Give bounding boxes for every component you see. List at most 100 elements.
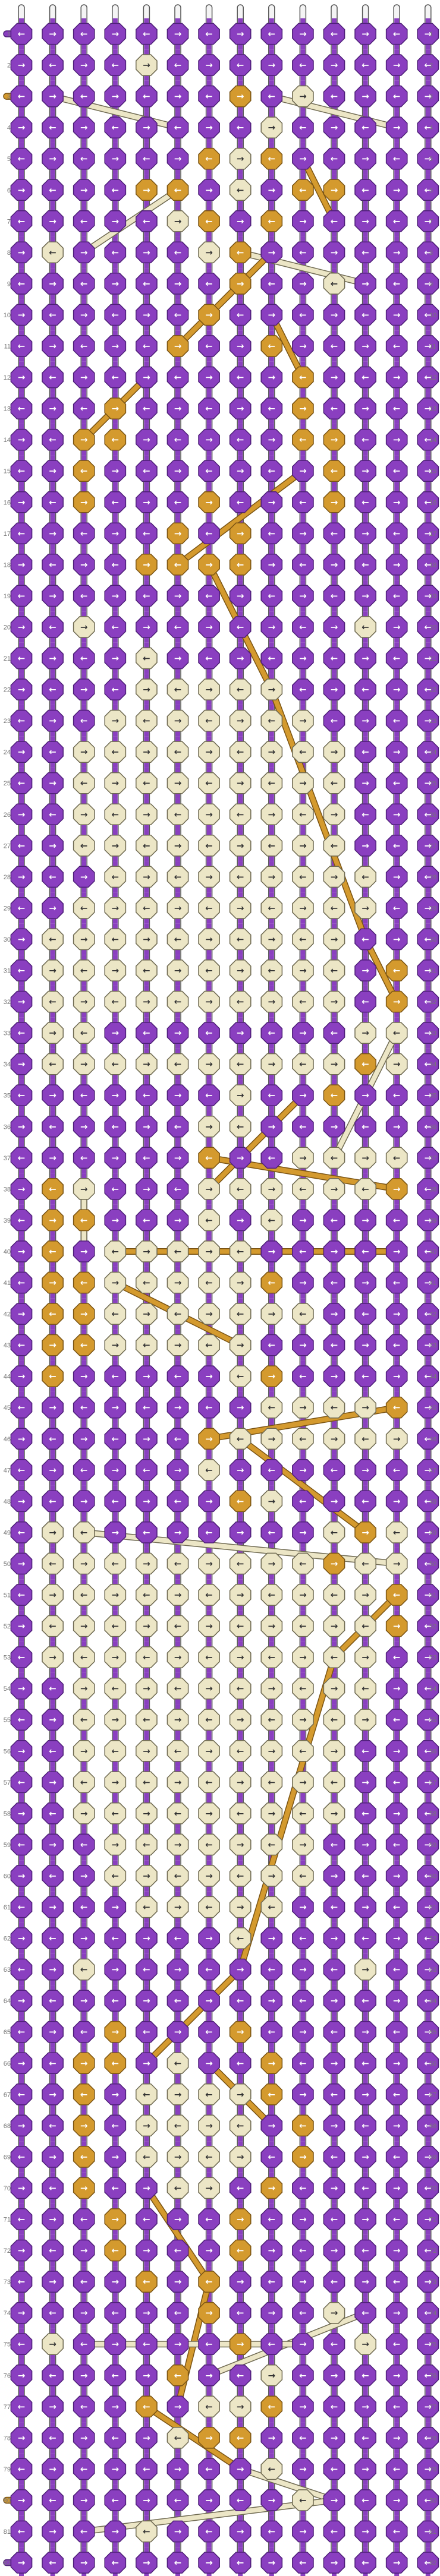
knot-body — [354, 23, 376, 45]
knot: → — [10, 928, 33, 951]
knot: → — [417, 335, 439, 357]
knot: → — [229, 460, 252, 482]
arrow-right-icon: → — [299, 2214, 307, 2225]
row-number-right: 11 — [429, 343, 436, 351]
knot: → — [166, 897, 189, 919]
arrow-left-icon: ← — [362, 1496, 369, 1507]
knot-body — [10, 397, 33, 419]
knot-body — [198, 866, 220, 888]
arrow-right-icon: → — [362, 1277, 369, 1288]
knot: ← — [260, 1771, 283, 1794]
knot: → — [260, 1740, 283, 1762]
arrow-left-icon: ← — [393, 2026, 401, 2037]
knot: ← — [136, 2208, 158, 2230]
knot: ← — [104, 2489, 127, 2511]
knot: → — [104, 1709, 127, 1731]
knot: → — [198, 1740, 220, 1762]
row-number-right: 65 — [429, 2029, 436, 2036]
knot: → — [260, 2364, 283, 2386]
arrow-right-icon: → — [174, 715, 182, 726]
arrow-right-icon: → — [205, 1558, 213, 1569]
knot-body — [417, 1178, 439, 1200]
knot-body — [260, 491, 283, 513]
knot: → — [229, 1209, 252, 1232]
arrow-left-icon: ← — [49, 559, 56, 570]
knot-body — [136, 928, 158, 951]
knot: ← — [104, 428, 127, 451]
arrow-right-icon: → — [362, 341, 369, 352]
arrow-left-icon: ← — [80, 1340, 88, 1350]
arrow-left-icon: ← — [18, 2339, 26, 2350]
knot-body — [73, 273, 95, 295]
arrow-left-icon: ← — [205, 1964, 213, 1975]
knot: ← — [42, 616, 64, 638]
knot-body — [354, 928, 376, 951]
knot: → — [292, 1709, 314, 1731]
arrow-right-icon: → — [205, 1933, 213, 1944]
knot-body — [385, 522, 408, 545]
knot: ← — [260, 2271, 283, 2293]
arrow-left-icon: ← — [331, 1964, 338, 1975]
arrow-left-icon: ← — [425, 809, 432, 820]
arrow-right-icon: → — [299, 1402, 307, 1413]
knot: ← — [229, 54, 252, 76]
arrow-left-icon: ← — [112, 1121, 120, 1132]
knot: → — [198, 2239, 220, 2262]
knot-body — [417, 147, 439, 170]
arrow-right-icon: → — [80, 1121, 88, 1132]
knot-body — [73, 1365, 95, 1387]
knot: → — [166, 23, 189, 45]
arrow-left-icon: ← — [299, 247, 307, 258]
knot-body — [166, 54, 189, 76]
knot: ← — [10, 1084, 33, 1107]
knot: → — [292, 2458, 314, 2480]
knot-body — [73, 54, 95, 76]
arrow-right-icon: → — [49, 1964, 56, 1975]
knot-body — [198, 1115, 220, 1138]
arrow-right-icon: → — [331, 2432, 338, 2443]
arrow-right-icon: → — [112, 653, 120, 664]
knot: ← — [73, 1334, 95, 1356]
knot-body — [229, 1053, 252, 1075]
knot: ← — [10, 1147, 33, 1169]
arrow-left-icon: ← — [299, 1933, 307, 1944]
knot: → — [136, 678, 158, 700]
arrow-right-icon: → — [49, 1340, 56, 1350]
knot-body — [10, 335, 33, 357]
arrow-left-icon: ← — [112, 60, 120, 71]
knot: ← — [10, 1833, 33, 1856]
arrow-left-icon: ← — [18, 1652, 26, 1663]
knot-body — [166, 834, 189, 857]
knot-body — [104, 1053, 127, 1075]
knot: → — [136, 1303, 158, 1325]
arrow-left-icon: ← — [49, 1434, 56, 1444]
knot: → — [323, 554, 345, 576]
arrow-left-icon: ← — [268, 1652, 276, 1663]
arrow-right-icon: → — [49, 1402, 56, 1413]
knot: → — [104, 1771, 127, 1794]
knot: → — [136, 2302, 158, 2324]
arrow-left-icon: ← — [49, 310, 56, 320]
row-number-right: 42 — [429, 1311, 436, 1318]
knot-body — [260, 1084, 283, 1107]
arrow-left-icon: ← — [393, 653, 401, 664]
arrow-left-icon: ← — [80, 2089, 88, 2100]
arrow-right-icon: → — [393, 2558, 401, 2568]
knot-body — [260, 1459, 283, 1481]
knot: → — [323, 366, 345, 389]
knot-body — [292, 928, 314, 951]
knot: ← — [73, 460, 95, 482]
knot-body — [385, 1022, 408, 1044]
knot: ← — [417, 678, 439, 700]
knot-body — [323, 1584, 345, 1606]
arrow-right-icon: → — [205, 2432, 213, 2443]
knot-body — [73, 1584, 95, 1606]
arrow-right-icon: → — [237, 403, 244, 414]
knot: ← — [229, 116, 252, 138]
knot: ← — [42, 1615, 64, 1637]
knot: → — [42, 647, 64, 670]
knot: ← — [292, 1677, 314, 1700]
arrow-left-icon: ← — [362, 1870, 369, 1881]
arrow-right-icon: → — [237, 1402, 244, 1413]
knot: → — [292, 397, 314, 419]
